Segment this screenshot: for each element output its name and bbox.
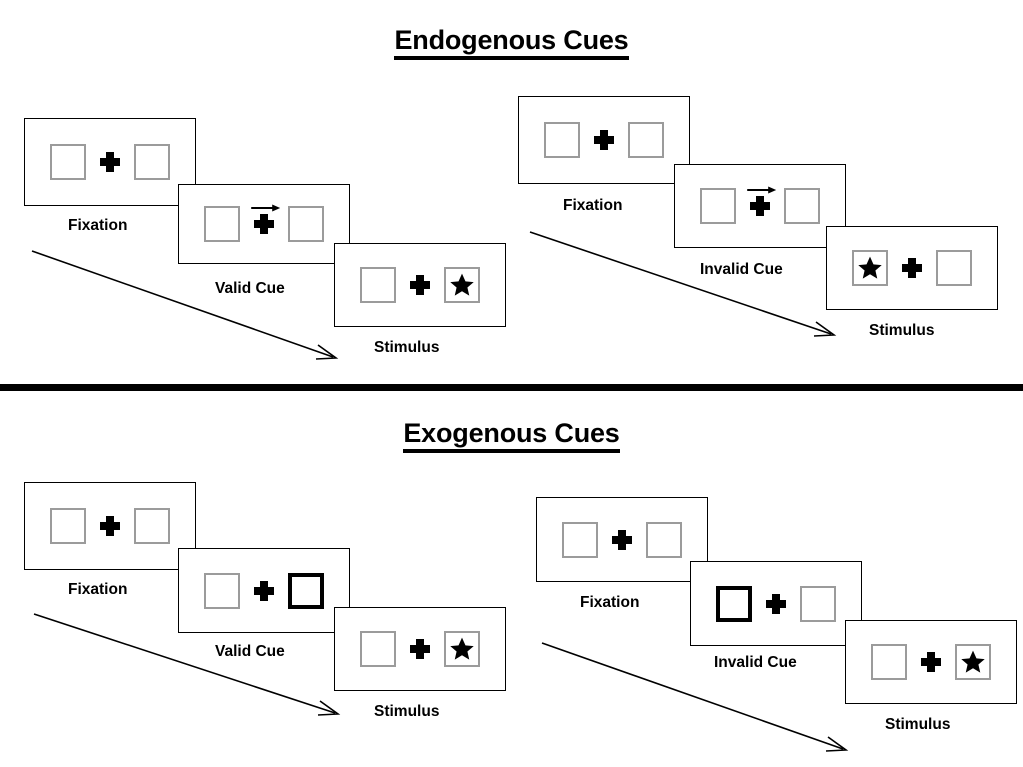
- plus-icon: [750, 196, 770, 216]
- frame-exogenous-valid-stimulus: [334, 607, 506, 691]
- plus-icon: [612, 529, 632, 550]
- placeholder-box-left: [700, 188, 736, 224]
- plus-icon: [410, 275, 430, 295]
- section-title-exogenous-text: Exogenous Cues: [403, 418, 620, 453]
- placeholder-box-left: [544, 122, 580, 158]
- frame-endogenous-invalid-fixation: [518, 96, 690, 184]
- placeholder-box-right: [444, 267, 480, 303]
- caption-exogenous-invalid-stimulus: Stimulus: [885, 716, 951, 733]
- cued-box-left: [716, 585, 752, 622]
- caption-endogenous-valid-fixation: Fixation: [68, 217, 128, 234]
- fixation-center: [100, 516, 120, 536]
- caption-endogenous-valid-stimulus: Stimulus: [374, 339, 440, 356]
- caption-exogenous-valid-stimulus: Stimulus: [374, 703, 440, 720]
- arrow-right-icon: [251, 204, 281, 212]
- plus-icon: [902, 258, 922, 278]
- frame-exogenous-invalid-fixation: [536, 497, 708, 582]
- plus-icon: [921, 652, 941, 672]
- plus-icon: [594, 130, 614, 150]
- star-icon: [961, 650, 985, 673]
- placeholder-box-left: [204, 206, 240, 242]
- section-title-endogenous-text: Endogenous Cues: [394, 25, 629, 60]
- fixation-center: [100, 152, 120, 172]
- frame-endogenous-valid-stimulus: [334, 243, 506, 327]
- fixation-center: [921, 652, 941, 672]
- plus-icon: [254, 580, 274, 601]
- placeholder-box-right: [628, 122, 664, 158]
- placeholder-box-right: [288, 206, 324, 242]
- placeholder-box-left: [204, 572, 240, 609]
- frame-endogenous-valid-fixation: [24, 118, 196, 206]
- star-icon: [450, 637, 474, 660]
- caption-exogenous-invalid-cue: Invalid Cue: [714, 654, 797, 671]
- plus-icon: [100, 152, 120, 172]
- placeholder-box-left: [360, 631, 396, 667]
- caption-exogenous-valid-fixation: Fixation: [68, 581, 128, 598]
- frame-endogenous-invalid-cue: [674, 164, 846, 248]
- frame-endogenous-valid-cue: [178, 184, 350, 264]
- star-icon: [858, 256, 882, 279]
- fixation-center: [766, 593, 786, 614]
- caption-endogenous-valid-cue: Valid Cue: [215, 280, 285, 297]
- fixation-center: [254, 580, 274, 601]
- fixation-center: [410, 275, 430, 295]
- fixation-center: [747, 186, 777, 216]
- sequence-arrow-exogenous-invalid: [541, 642, 849, 752]
- section-title-exogenous: Exogenous Cues: [0, 418, 1023, 453]
- frame-exogenous-valid-fixation: [24, 482, 196, 570]
- section-title-endogenous: Endogenous Cues: [0, 25, 1023, 60]
- sequence-arrow-exogenous-valid: [33, 613, 341, 716]
- sequence-arrow-endogenous-invalid: [529, 231, 837, 337]
- placeholder-box-right: [134, 508, 170, 544]
- placeholder-box-right: [800, 585, 836, 622]
- placeholder-box-right: [134, 144, 170, 180]
- placeholder-box-right: [936, 250, 972, 286]
- fixation-center: [612, 529, 632, 550]
- plus-icon: [100, 516, 120, 536]
- placeholder-box-left: [50, 144, 86, 180]
- placeholder-box-right: [784, 188, 820, 224]
- caption-endogenous-invalid-stimulus: Stimulus: [869, 322, 935, 339]
- placeholder-box-left: [50, 508, 86, 544]
- frame-exogenous-invalid-stimulus: [845, 620, 1017, 704]
- sequence-arrow-endogenous-valid: [31, 250, 339, 360]
- placeholder-box-left: [562, 521, 598, 558]
- frame-endogenous-invalid-stimulus: [826, 226, 998, 310]
- caption-endogenous-invalid-fixation: Fixation: [563, 197, 623, 214]
- frame-exogenous-invalid-cue: [690, 561, 862, 646]
- fixation-center: [410, 639, 430, 659]
- fixation-center: [251, 204, 281, 234]
- caption-endogenous-invalid-cue: Invalid Cue: [700, 261, 783, 278]
- placeholder-box-right: [955, 644, 991, 680]
- plus-icon: [766, 593, 786, 614]
- plus-icon: [254, 214, 274, 234]
- placeholder-box-left: [852, 250, 888, 286]
- plus-icon: [410, 639, 430, 659]
- placeholder-box-left: [360, 267, 396, 303]
- arrow-right-icon: [747, 186, 777, 194]
- caption-exogenous-valid-cue: Valid Cue: [215, 643, 285, 660]
- section-divider: [0, 384, 1023, 391]
- frame-exogenous-valid-cue: [178, 548, 350, 633]
- star-icon: [450, 273, 474, 296]
- placeholder-box-left: [871, 644, 907, 680]
- fixation-center: [594, 130, 614, 150]
- caption-exogenous-invalid-fixation: Fixation: [580, 594, 640, 611]
- placeholder-box-right: [444, 631, 480, 667]
- cued-box-right: [288, 572, 324, 609]
- placeholder-box-right: [646, 521, 682, 558]
- fixation-center: [902, 258, 922, 278]
